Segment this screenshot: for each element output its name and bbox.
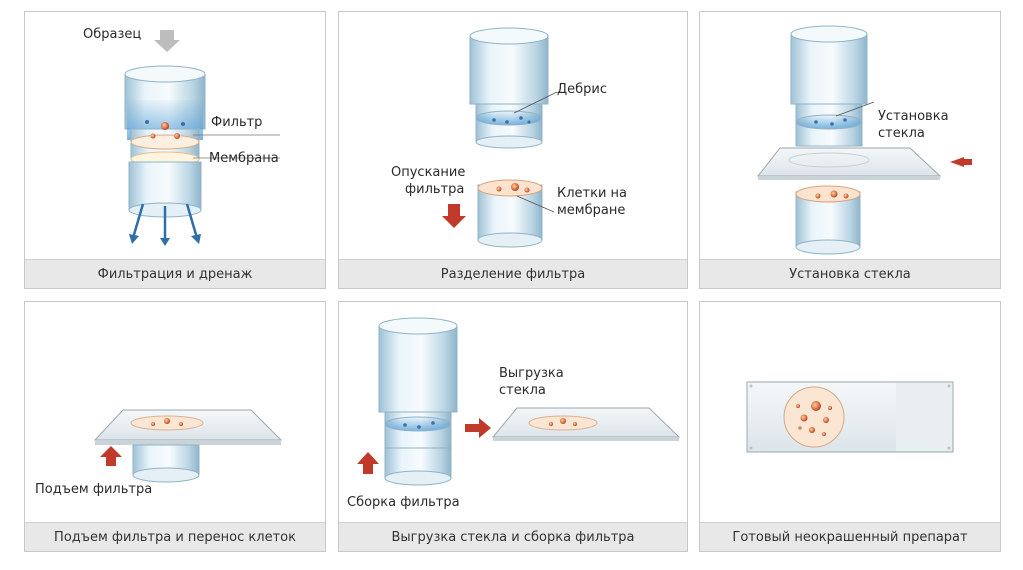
label-lowering-1: Опускание: [391, 165, 465, 181]
filter-cylinder-icon: [700, 12, 1001, 262]
filter-cylinder-icon: [339, 302, 688, 525]
arrow-left-icon: [950, 157, 964, 167]
label-filter: Фильтр: [211, 115, 262, 131]
label-sample: Образец: [83, 27, 141, 43]
label-unload-2: стекла: [499, 383, 546, 399]
arrow-up-icon: [100, 446, 122, 466]
panel-separation: Дебрис Опускание фильтра Клетки на мембр…: [338, 11, 688, 289]
arrow-right-icon: [465, 418, 491, 438]
panel-filtration: Образец Фильтр Мембрана Фильтрация и дре…: [24, 11, 326, 289]
caption-final-specimen: Готовый неокрашенный препарат: [700, 522, 1000, 551]
label-mount-1: Установка: [878, 109, 949, 125]
caption-filter-lift: Подъем фильтра и перенос клеток: [25, 522, 325, 551]
arrow-down-icon: [442, 204, 466, 228]
arrow-up-icon: [357, 452, 379, 474]
label-lowering-2: фильтра: [405, 182, 464, 198]
glass-slide-icon: [700, 302, 1001, 525]
caption-slide-mount: Установка стекла: [700, 259, 1000, 288]
caption-filtration: Фильтрация и дренаж: [25, 259, 325, 288]
arrow-down-icon: [154, 30, 180, 52]
label-assembly: Сборка фильтра: [347, 495, 460, 511]
panel-unload-assembly: Выгрузка стекла Сборка фильтра Выгрузка …: [338, 301, 688, 552]
filter-cylinder-icon: [339, 12, 688, 262]
label-unload-1: Выгрузка: [499, 366, 564, 382]
label-cells-2: мембране: [557, 203, 625, 219]
caption-unload-assembly: Выгрузка стекла и сборка фильтра: [339, 522, 687, 551]
filter-cylinder-icon: [25, 12, 326, 262]
label-membrane: Мембрана: [209, 151, 279, 167]
panel-final-specimen: Готовый неокрашенный препарат: [699, 301, 1001, 552]
panel-filter-lift: Подъем фильтра Подъем фильтра и перенос …: [24, 301, 326, 552]
label-mount-2: стекла: [878, 126, 925, 142]
label-debris: Дебрис: [557, 82, 607, 98]
label-lift: Подъем фильтра: [35, 482, 152, 498]
glass-slide-icon: [758, 148, 940, 176]
panel-slide-mount: Установка стекла Установка стекла: [699, 11, 1001, 289]
label-cells-1: Клетки на: [557, 186, 627, 202]
caption-separation: Разделение фильтра: [339, 259, 687, 288]
